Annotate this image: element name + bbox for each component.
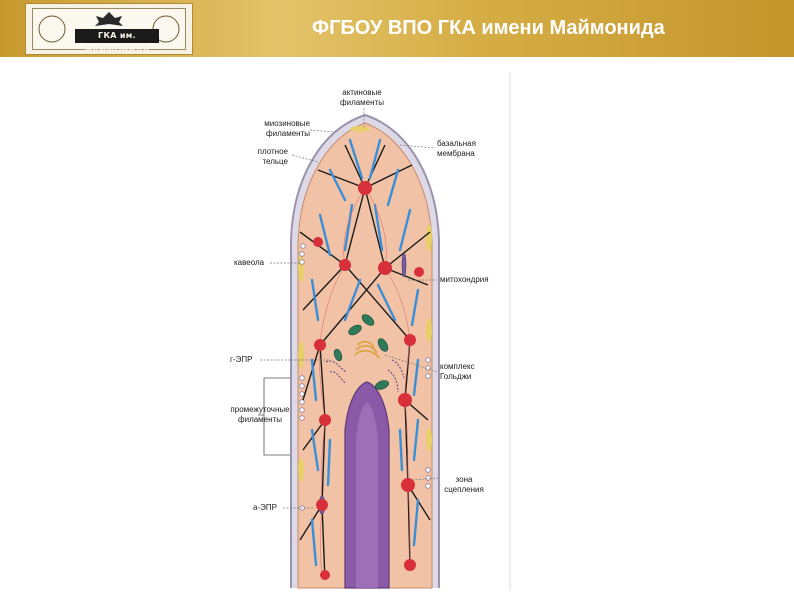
label-actin-filaments: актиновые филаменты: [330, 88, 394, 108]
label-golgi-line1: комплекс: [440, 362, 475, 372]
label-basal-line2: мембрана: [437, 149, 476, 159]
label-intermediate-filaments: промежуточные филаменты: [222, 405, 298, 425]
label-caveola: кавеола: [234, 258, 264, 268]
label-myosin-line1: миозиновые: [238, 119, 310, 129]
label-intermediate-line1: промежуточные: [222, 405, 298, 415]
label-adhesion-zone: зона сцепления: [438, 475, 490, 495]
label-mitochondria: митохондрия: [440, 275, 489, 285]
label-golgi-complex: комплекс Гольджи: [440, 362, 475, 382]
label-zone-line1: зона: [438, 475, 490, 485]
label-basal-line1: базальная: [437, 139, 476, 149]
label-dense-line2: тельце: [230, 157, 288, 167]
label-myosin-filaments: миозиновые филаменты: [238, 119, 310, 139]
label-actin-line2: филаменты: [330, 98, 394, 108]
label-actin-line1: актиновые: [330, 88, 394, 98]
nucleus-highlight: [356, 402, 378, 588]
label-rough-er: г-ЭПР: [230, 355, 252, 365]
label-dense-line1: плотное: [230, 147, 288, 157]
label-basal-membrane: базальная мембрана: [437, 139, 476, 159]
label-dense-body: плотное тельце: [230, 147, 288, 167]
label-intermediate-line2: филаменты: [222, 415, 298, 425]
label-smooth-er: а-ЭПР: [253, 503, 277, 513]
label-zone-line2: сцепления: [438, 485, 490, 495]
label-myosin-line2: филаменты: [238, 129, 310, 139]
label-golgi-line2: Гольджи: [440, 372, 475, 382]
